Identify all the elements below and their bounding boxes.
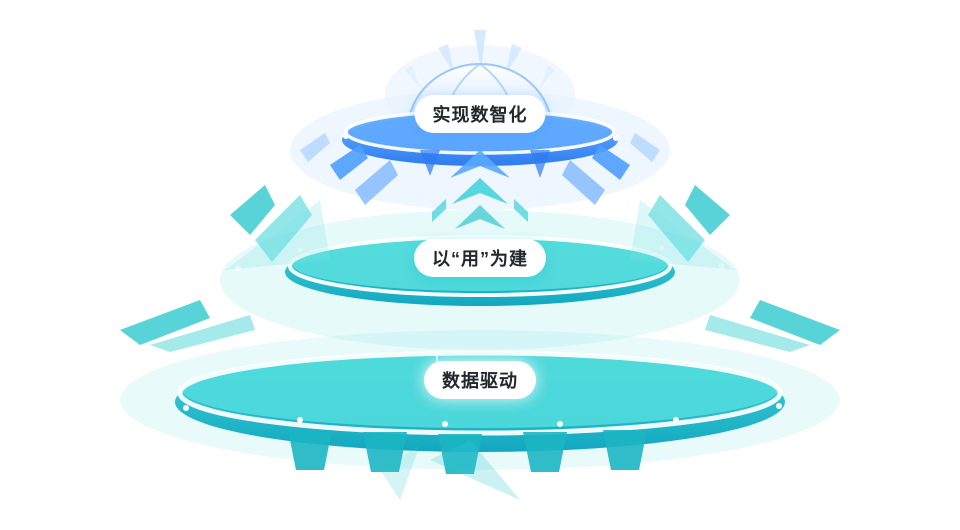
up-arrow-cluster [432,150,528,229]
bottom-wing-right [705,300,840,352]
sparkle-dot [297,247,303,253]
sparkle-dot [719,263,725,269]
sparkle-dot [673,417,679,423]
teal-shards-left [225,185,330,270]
sparkle-dot [343,133,349,139]
sparkle-dot [659,245,665,251]
label-middle-layer: 以“用”为建 [414,239,546,277]
bottom-wing-left [120,300,255,352]
sparkle-dot [183,405,189,411]
bottom-platform [175,350,785,452]
middle-platform-rim [288,235,672,297]
sparkle-dot [442,421,448,427]
sparkle-dot [557,421,563,427]
label-top-layer: 实现数智化 [414,95,546,133]
teal-shards-right [630,185,735,270]
sparkle-dot [613,135,619,141]
sparkle-dot [776,403,782,409]
bottom-platform-rim [177,350,783,436]
sparkle-dot [235,265,241,271]
blue-shards [300,133,660,205]
sparkle-dot [297,417,303,423]
label-bottom-layer: 数据驱动 [424,361,536,399]
reflection-shards [380,440,520,500]
platform-legs [288,430,647,474]
